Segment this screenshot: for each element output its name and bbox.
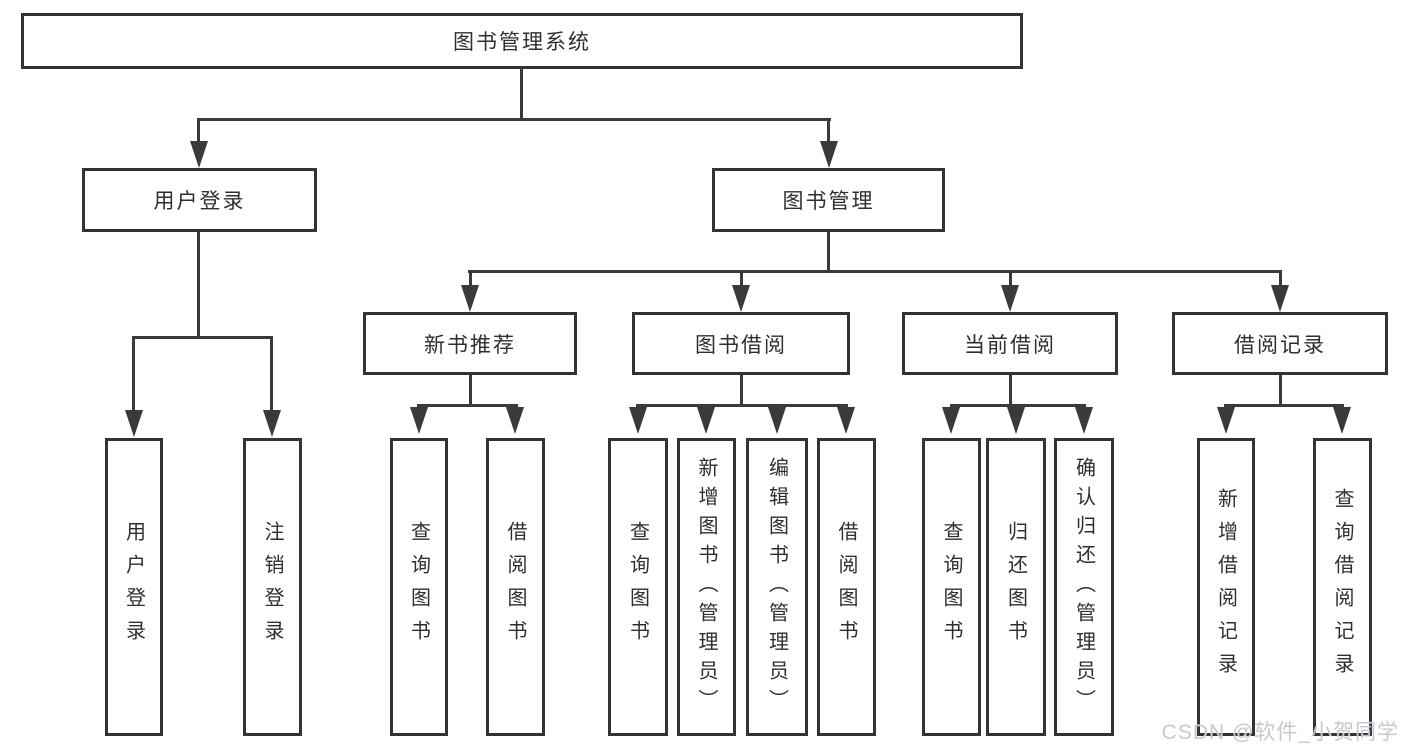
connector-line	[469, 272, 472, 288]
arrow-down-icon	[1333, 407, 1351, 434]
arrow-down-icon	[190, 141, 208, 168]
connector-line	[1009, 375, 1012, 407]
leaf-return-books: 归还图书	[986, 438, 1046, 736]
connector-line	[636, 404, 848, 407]
connector-line	[468, 270, 1282, 273]
leaf-borrow-books-recommend: 借阅图书	[486, 438, 545, 736]
connector-line	[740, 375, 743, 407]
connector-line	[197, 232, 200, 338]
node-user-login: 用户登录	[82, 168, 317, 232]
arrow-down-icon	[1217, 407, 1235, 434]
arrow-down-icon	[506, 407, 524, 434]
arrow-down-icon	[1001, 285, 1019, 312]
arrow-down-icon	[461, 285, 479, 312]
arrow-down-icon	[942, 407, 960, 434]
connector-line	[950, 404, 1086, 407]
node-book-borrow: 图书借阅	[632, 312, 850, 375]
leaf-edit-books-admin: 编辑图书（管理员）	[746, 438, 808, 736]
connector-line	[469, 375, 472, 407]
arrow-down-icon	[263, 410, 281, 437]
leaf-query-books-recommend: 查询图书	[390, 438, 448, 736]
leaf-query-borrow-record: 查询借阅记录	[1313, 438, 1372, 736]
arrow-down-icon	[1075, 407, 1093, 434]
connector-line	[197, 120, 200, 144]
connector-line	[132, 336, 273, 339]
leaf-user-login: 用户登录	[105, 438, 163, 736]
arrow-down-icon	[410, 407, 428, 434]
connector-line	[1279, 375, 1282, 407]
connector-line	[270, 338, 273, 412]
leaf-confirm-return-admin: 确认归还（管理员）	[1054, 438, 1114, 736]
connector-line	[520, 69, 523, 121]
leaf-add-books-admin: 新增图书（管理员）	[677, 438, 736, 736]
node-borrow-records: 借阅记录	[1172, 312, 1388, 375]
arrow-down-icon	[125, 410, 143, 437]
arrow-down-icon	[837, 407, 855, 434]
connector-line	[827, 120, 830, 144]
leaf-query-books-borrow: 查询图书	[608, 438, 668, 736]
connector-line	[1279, 272, 1282, 288]
connector-line	[740, 272, 743, 288]
connector-line	[1224, 404, 1344, 407]
leaf-borrow-books-borrow: 借阅图书	[817, 438, 876, 736]
connector-line	[827, 232, 830, 273]
node-new-book-recommend: 新书推荐	[363, 312, 577, 375]
arrow-down-icon	[629, 407, 647, 434]
arrow-down-icon	[697, 407, 715, 434]
arrow-down-icon	[1271, 285, 1289, 312]
node-library-management-system: 图书管理系统	[21, 13, 1023, 69]
arrow-down-icon	[820, 141, 838, 168]
arrow-down-icon	[1007, 407, 1025, 434]
arrow-down-icon	[768, 407, 786, 434]
leaf-query-books-current: 查询图书	[922, 438, 981, 736]
arrow-down-icon	[732, 285, 750, 312]
connector-line	[417, 404, 518, 407]
connector-line	[132, 338, 135, 412]
leaf-add-borrow-record: 新增借阅记录	[1197, 438, 1255, 736]
leaf-logout: 注销登录	[243, 438, 302, 736]
node-current-borrow: 当前借阅	[902, 312, 1118, 375]
node-book-management: 图书管理	[712, 168, 945, 232]
connector-line	[1009, 272, 1012, 288]
csdn-watermark: CSDN @软件_小贺同学	[1161, 721, 1399, 744]
connector-line	[197, 118, 831, 121]
